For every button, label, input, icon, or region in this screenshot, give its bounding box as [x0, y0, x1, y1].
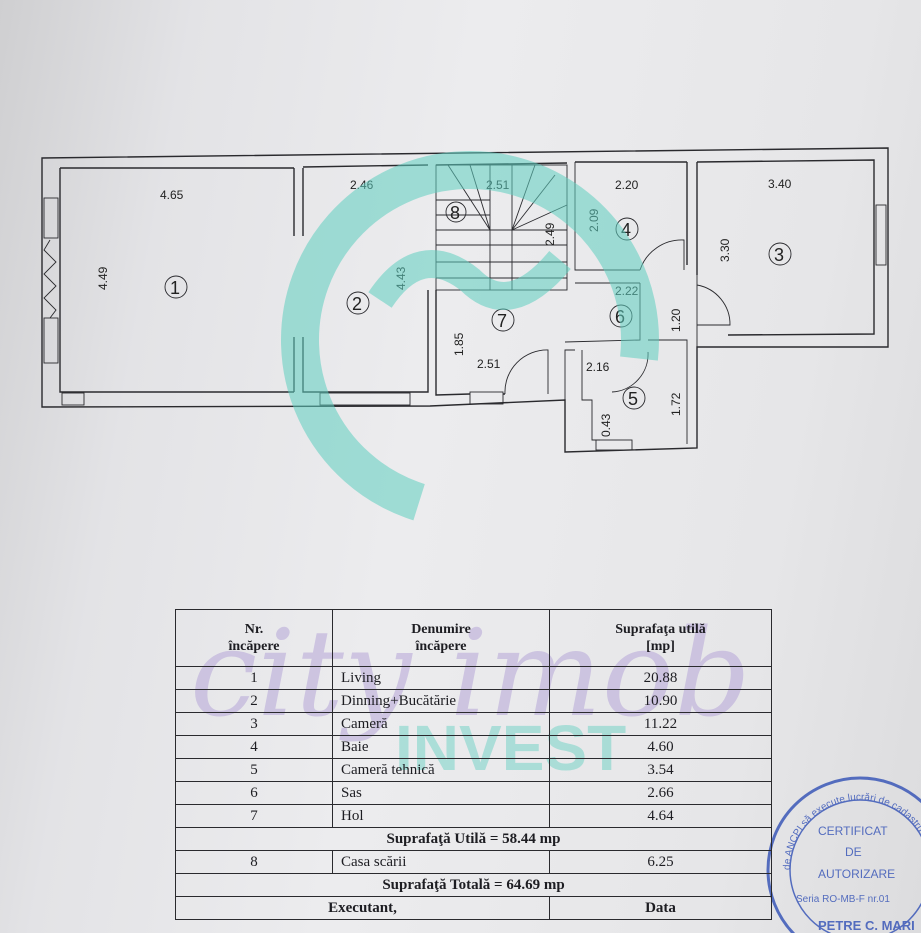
area-table-container: Nr. încăpere Denumire încăpere Suprafaţa… [175, 609, 772, 920]
room-number-3: 3 [768, 242, 792, 266]
stamp-line-3: AUTORIZARE [818, 867, 895, 881]
stamp-ring-text: de ANCPI să execute lucrări de cadastru [782, 792, 921, 870]
svg-text:de ANCPI să execute lucrări de: de ANCPI să execute lucrări de cadastru [782, 792, 921, 870]
executant-label: Executant, [175, 896, 550, 920]
svg-text:1: 1 [170, 278, 180, 298]
stamp-line-2: DE [845, 845, 862, 859]
floor-plan: 4.65 4.49 2.46 4.43 2.51 2.49 2.20 2.09 … [41, 147, 889, 453]
svg-text:3: 3 [774, 245, 784, 265]
room-number-2: 2 [346, 291, 370, 315]
signature-row: Executant, Data [175, 896, 772, 920]
table-header-row: Nr. încăpere Denumire încăpere Suprafaţa… [175, 609, 772, 667]
dim-dining-height: 4.43 [394, 266, 408, 290]
subtotal-row: Suprafaţă Utilă = 58.44 mp [175, 827, 772, 851]
dim-stair-height: 2.49 [543, 222, 557, 246]
door-swing-bath [639, 239, 685, 271]
dim-living-height: 4.49 [96, 266, 110, 290]
total-row: Suprafaţă Totală = 64.69 mp [175, 873, 772, 897]
svg-text:6: 6 [615, 307, 625, 327]
area-table: Nr. încăpere Denumire încăpere Suprafaţa… [175, 609, 772, 920]
stamp-name: PETRE C. MARI [818, 918, 915, 933]
stamp-line-4: Seria RO-MB-F nr.01 [796, 894, 890, 905]
dim-living-width: 4.65 [160, 188, 184, 202]
dim-sas-width: 2.22 [615, 284, 639, 298]
header-area: Suprafaţa utilă [mp] [549, 609, 772, 667]
dim-bath-width: 2.20 [615, 178, 639, 192]
door-swing-entrance [504, 349, 549, 395]
date-label: Data [549, 896, 772, 920]
dim-tech-small: 0.43 [599, 413, 613, 437]
dim-hol-width: 2.51 [477, 357, 501, 371]
svg-text:8: 8 [450, 203, 460, 223]
dim-room3-width: 3.40 [768, 177, 792, 191]
authorization-stamp: de ANCPI să execute lucrări de cadastru … [766, 776, 921, 933]
svg-text:5: 5 [628, 389, 638, 409]
svg-text:7: 7 [497, 311, 507, 331]
room-number-7: 7 [491, 308, 515, 332]
room-number-4: 4 [615, 217, 639, 241]
stamp-line-1: CERTIFICAT [818, 824, 888, 838]
dim-tech-width: 2.16 [586, 360, 610, 374]
door-swing-room3 [696, 284, 731, 326]
dim-tech-height: 1.72 [669, 392, 683, 416]
svg-text:2: 2 [352, 294, 362, 314]
dim-sas-height: 1.20 [669, 308, 683, 332]
zigzag-wall [43, 239, 57, 319]
room-number-1: 1 [164, 275, 188, 299]
room-number-8: 8 [445, 201, 467, 223]
header-nr: Nr. încăpere [175, 609, 333, 667]
svg-text:4: 4 [621, 220, 631, 240]
room-number-6: 6 [609, 304, 633, 328]
dim-bath-height: 2.09 [587, 208, 601, 232]
header-name: Denumire încăpere [332, 609, 550, 667]
dim-hol-height: 1.85 [452, 332, 466, 356]
door-swing-tech [611, 351, 649, 393]
room-number-5: 5 [622, 386, 646, 410]
windows [43, 197, 887, 451]
dim-dining-width: 2.46 [350, 178, 374, 192]
dim-stair-width: 2.51 [486, 178, 510, 192]
dim-room3-height: 3.30 [718, 238, 732, 262]
